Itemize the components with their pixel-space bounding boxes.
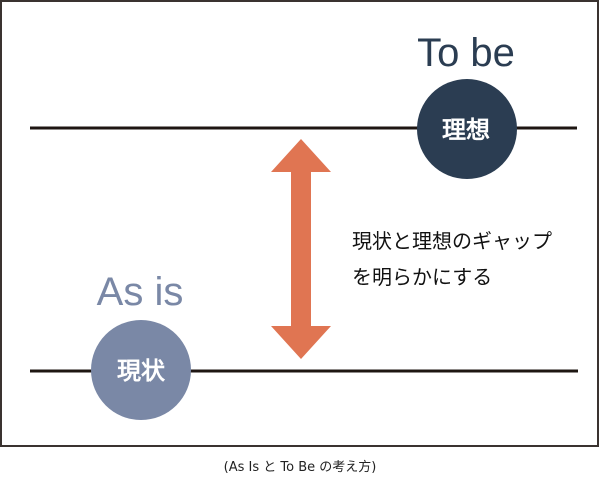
to-be-label: To be [417, 31, 515, 75]
ideal-circle [417, 79, 517, 179]
as-is-label: As is [97, 270, 184, 314]
gap-text-line1: 現状と理想のギャップ [352, 229, 552, 253]
double-arrow-vertical-icon [271, 139, 331, 359]
current-circle [91, 320, 191, 420]
current-label: 現状 [117, 357, 166, 385]
gap-text-line2: を明らかにする [352, 265, 492, 289]
figure-caption: (As Is と To Be の考え方) [223, 460, 377, 475]
ideal-label: 理想 [442, 116, 490, 144]
